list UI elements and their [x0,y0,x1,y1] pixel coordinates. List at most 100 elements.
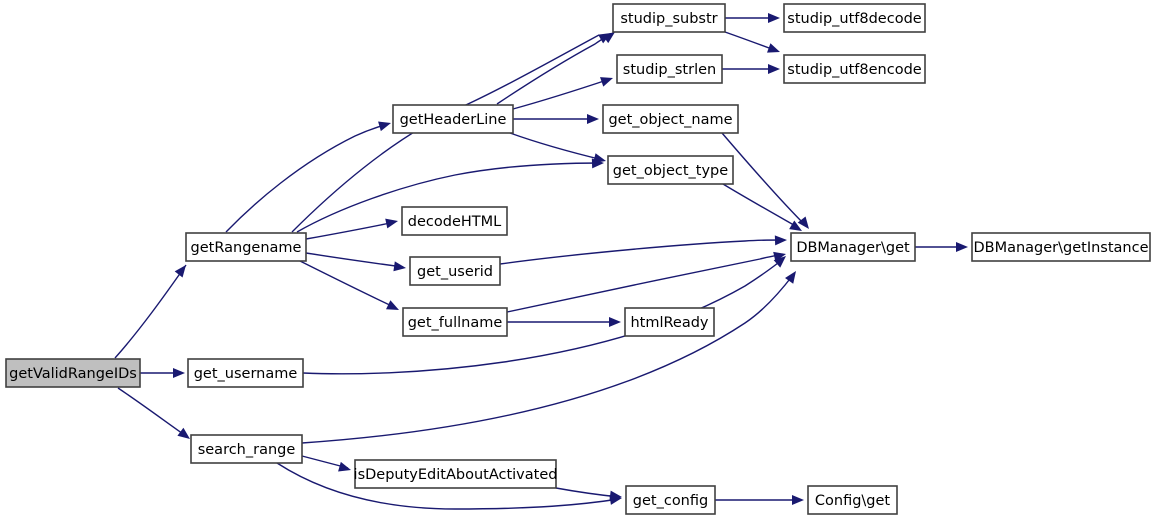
arrowhead-icon [773,256,786,268]
node-box[interactable] [624,307,715,337]
node-box[interactable] [807,485,898,515]
edge-getRangename-to-get_object_type [296,162,602,233]
node-get_config[interactable]: get_config [625,485,716,515]
node-box[interactable] [185,232,307,262]
node-studip_strlen[interactable]: studip_strlen [616,54,723,84]
node-label: DBManager\getInstance [973,240,1148,256]
node-label: get_fullname [408,315,503,331]
edge-getValidRangeIDs-to-getRangename [114,264,187,359]
node-box[interactable] [625,485,716,515]
edge-get_username-to-DBManager-get [302,258,784,375]
arrowhead-icon [773,251,786,262]
edge-getRangename-to-getHeaderLine [225,123,389,233]
node-label: get_object_type [613,163,728,179]
node-studip_utf8encode[interactable]: studip_utf8encode [783,54,926,84]
arrowhead-icon [767,43,780,53]
arrowhead-icon [785,271,796,284]
node-studip_utf8decode[interactable]: studip_utf8decode [783,3,926,33]
arrowhead-icon [768,13,780,23]
node-label: Config\get [815,493,891,509]
node-label: isDeputyEditAboutActivated [354,467,558,483]
node-box[interactable] [612,3,726,33]
node-Config-get[interactable]: Config\get [807,485,898,515]
edge-getHeaderLine-to-get_object_type [509,132,604,161]
node-box[interactable] [790,232,916,262]
arrowhead-icon [768,64,780,74]
arrowhead-icon [602,32,615,44]
node-box[interactable] [616,54,723,84]
node-label: studip_strlen [623,62,716,78]
arrowhead-icon [338,461,351,472]
arrowhead-icon [393,261,406,272]
node-getValidRangeIDs[interactable]: getValidRangeIDs [5,358,141,388]
arrowhead-icon [173,368,185,378]
node-studip_substr[interactable]: studip_substr [612,3,726,33]
node-box[interactable] [971,232,1151,262]
node-getRangename[interactable]: getRangename [185,232,307,262]
node-label: decodeHTML [408,214,501,230]
arrowhead-icon [386,300,399,310]
node-label: studip_utf8encode [787,62,921,78]
arrowheads-layer [173,13,968,505]
edge-getHeaderLine-to-studip_strlen [512,78,611,110]
arrowhead-icon [609,490,622,501]
node-get_username[interactable]: get_username [187,358,304,388]
edge-search_range-to-DBManager-get [301,274,794,444]
node-box[interactable] [783,3,926,33]
arrowhead-icon [593,153,606,163]
arrowhead-icon [797,216,809,229]
node-box[interactable] [607,155,734,185]
node-label: studip_substr [620,11,717,27]
node-getHeaderLine[interactable]: getHeaderLine [392,104,514,134]
node-htmlReady[interactable]: htmlReady [624,307,715,337]
node-DBManager-get[interactable]: DBManager\get [790,232,916,262]
node-get_object_type[interactable]: get_object_type [607,155,734,185]
node-search_range[interactable]: search_range [190,434,303,464]
node-box[interactable] [354,459,557,489]
node-label: studip_utf8decode [787,11,921,27]
node-box[interactable] [401,206,508,236]
arrowhead-icon [789,220,802,231]
node-box[interactable] [392,104,514,134]
node-label: getHeaderLine [400,112,507,128]
node-label: getRangename [191,240,302,256]
edge-getRangename-to-get_fullname [299,260,397,309]
arrowhead-icon [609,317,621,327]
node-label: get_config [633,493,708,509]
edge-getHeaderLine-to-studip_substr [496,34,610,105]
node-box[interactable] [402,307,508,337]
arrowhead-icon [600,77,613,87]
node-get_object_name[interactable]: get_object_name [602,104,739,134]
nodes-layer: getValidRangeIDs getRangename get_username… [5,3,1151,515]
node-box[interactable] [190,434,303,464]
node-get_fullname[interactable]: get_fullname [402,307,508,337]
node-label: htmlReady [630,315,708,331]
arrowhead-icon [385,218,398,229]
node-DBManager-getInstance[interactable]: DBManager\getInstance [971,232,1151,262]
arrowhead-icon [587,114,599,124]
edge-get_object_name-to-DBManager-get [721,132,807,227]
node-box[interactable] [409,256,501,286]
node-decodeHTML[interactable]: decodeHTML [401,206,508,236]
node-box[interactable] [187,358,304,388]
arrowhead-icon [177,427,190,439]
edge-getValidRangeIDs-to-search_range [117,387,187,437]
arrowhead-icon [378,121,391,132]
edge-getRangename-to-get_userid [305,252,404,268]
arrowhead-icon [956,242,968,252]
node-isDeputyEditAboutActivated[interactable]: isDeputyEditAboutActivated [354,459,558,489]
node-box[interactable] [5,358,141,388]
node-box[interactable] [602,104,739,134]
node-box[interactable] [783,54,926,84]
node-label: DBManager\get [796,240,910,256]
arrowhead-icon [774,235,787,246]
edge-get_fullname-to-DBManager-get [506,253,784,313]
node-get_userid[interactable]: get_userid [409,256,501,286]
edge-search_range-to-get_config [276,462,620,510]
node-label: get_username [194,366,298,382]
edge-get_userid-to-DBManager-get [499,239,785,265]
arrowhead-icon [174,265,186,278]
node-label: get_object_name [608,112,732,128]
node-label: get_userid [417,264,493,280]
